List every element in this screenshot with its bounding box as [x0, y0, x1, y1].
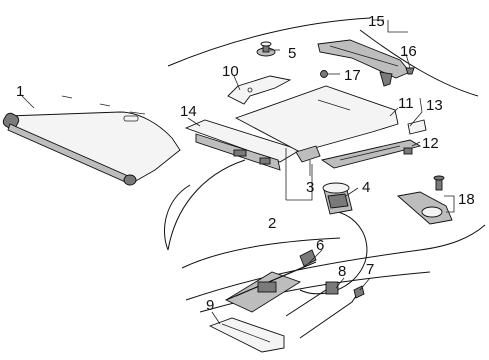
callout-2: 2	[268, 215, 276, 232]
callout-7: 7	[366, 261, 374, 278]
tool-bag	[208, 317, 285, 353]
bolt-18	[433, 175, 445, 191]
wing-nut	[256, 41, 276, 57]
scissor-jack	[225, 249, 317, 313]
callout-17: 17	[344, 67, 361, 84]
callout-6: 6	[316, 237, 324, 254]
callout-15: 15	[368, 13, 385, 30]
jack-holder	[322, 182, 353, 215]
tie-down-rail	[320, 139, 422, 169]
latch	[295, 145, 321, 163]
callout-18: 18	[458, 191, 475, 208]
small-panel	[407, 119, 427, 135]
callout-1: 1	[16, 83, 24, 100]
clip-16	[405, 67, 415, 75]
jack-handle	[299, 285, 365, 339]
sill-plate	[317, 39, 411, 87]
bracket-18	[397, 191, 453, 225]
callout-8: 8	[338, 263, 346, 280]
callout-11: 11	[398, 95, 414, 112]
callout-10: 10	[222, 63, 239, 80]
callout-13: 13	[426, 97, 443, 114]
bracket	[227, 75, 292, 105]
callout-9: 9	[206, 297, 214, 314]
callout-4: 4	[362, 179, 370, 196]
vehicle-body-outline	[163, 17, 486, 313]
leader-lines	[21, 19, 455, 325]
callout-14: 14	[180, 103, 197, 120]
storage-tray	[184, 119, 302, 171]
cargo-cover	[2, 95, 181, 186]
lug-wrench	[285, 281, 339, 317]
callout-5: 5	[288, 45, 296, 62]
callout-16: 16	[400, 43, 417, 60]
callout-12: 12	[422, 135, 439, 152]
callout-3: 3	[306, 179, 314, 196]
clip-17	[320, 70, 328, 78]
